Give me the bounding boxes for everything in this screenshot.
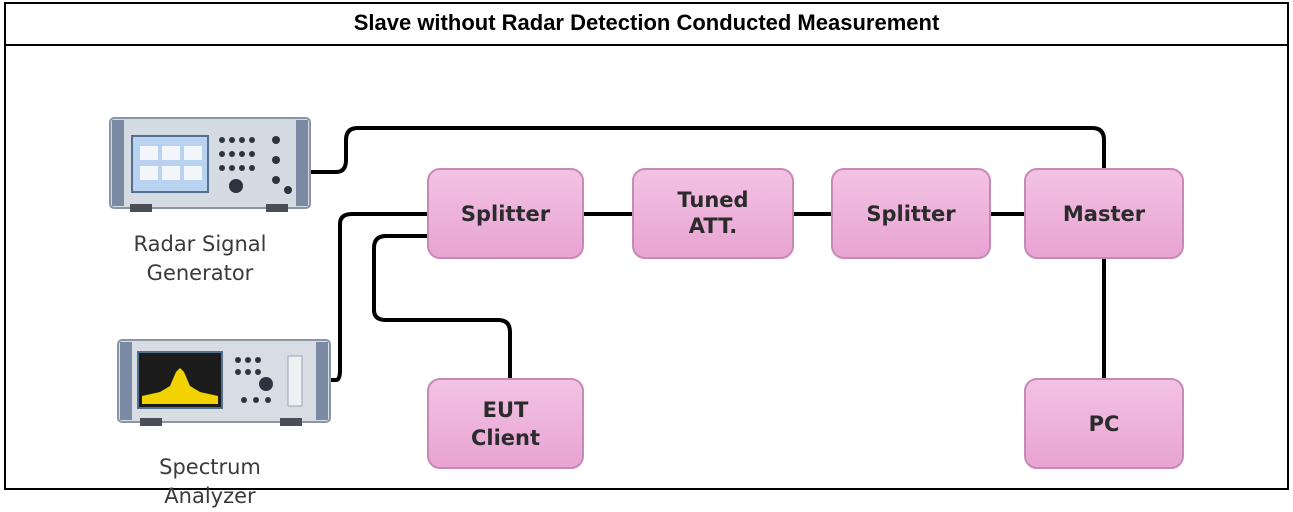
signal-generator-label-line1: Radar Signal [133,232,266,256]
eut-client-label-line2: Client [471,426,540,450]
spectrum-analyzer-label-line1: Spectrum [159,455,261,479]
splitter-right-label: Splitter [866,202,956,226]
cable-generator-to-master [310,126,1106,174]
splitter-right-box: Splitter [831,168,991,259]
tuned-att-label-line2: ATT. [689,214,738,238]
signal-generator-icon [109,117,311,212]
diagram-title: Slave without Radar Detection Conducted … [353,10,940,35]
spectrum-analyzer-icon [117,339,331,426]
diagram-frame [4,2,1289,490]
connection-lines [310,126,1106,382]
pc-box: PC [1024,378,1184,469]
tuned-att-box: Tuned ATT. [632,168,794,259]
tuned-att-label-line1: Tuned [677,188,748,212]
eut-client-label-line1: EUT [483,398,529,422]
splitter-left-label: Splitter [461,202,551,226]
splitter-left-box: Splitter [427,168,584,259]
title-row: Slave without Radar Detection Conducted … [4,2,1289,46]
master-box: Master [1024,168,1184,259]
signal-generator-label-line2: Generator [147,261,254,285]
pc-label: PC [1089,412,1120,436]
cable-splitter-to-eut [372,234,512,380]
eut-client-box: EUT Client [427,378,584,469]
spectrum-analyzer-label-line2: Analyzer [164,484,256,508]
cable-analyzer-to-splitter [330,212,430,382]
master-label: Master [1063,202,1146,226]
